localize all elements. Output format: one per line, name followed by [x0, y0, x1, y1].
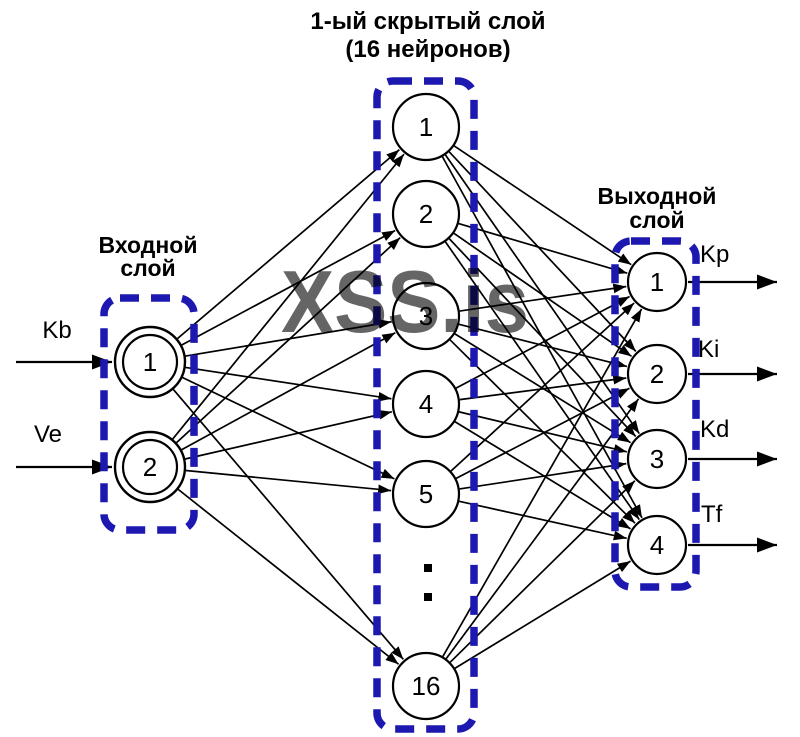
io-arrows-layer — [16, 274, 777, 553]
ellipsis-dot-2 — [424, 593, 432, 601]
neuron-number: 1 — [419, 112, 433, 142]
ellipsis-dot-1 — [424, 564, 432, 572]
output-signal-label-kp: Kp — [700, 241, 729, 268]
edge-input1-hidden16 — [172, 388, 404, 660]
neuron-number: 2 — [419, 199, 433, 229]
edge-hidden16-output3 — [449, 480, 636, 663]
neuron-circle — [626, 343, 688, 405]
neuron-hidden-3: 3 — [391, 281, 461, 351]
neuron-output-2: 2 — [626, 343, 688, 405]
edge-hidden5-output1 — [450, 302, 635, 472]
neuron-number: 5 — [419, 479, 433, 509]
neuron-hidden-4: 4 — [391, 369, 461, 439]
edge-hidden5-output2 — [455, 387, 630, 480]
edge-hidden2-output4 — [444, 241, 640, 521]
input-layer-label-line1: Входной — [99, 232, 198, 258]
edge-hidden1-output2 — [448, 151, 637, 352]
neuron-circle — [391, 281, 461, 351]
neuron-circle — [391, 459, 461, 529]
edge-hidden4-output4 — [454, 420, 631, 530]
edge-input1-hidden1 — [176, 149, 400, 340]
neuron-number: 2 — [143, 452, 157, 482]
input-signal-label-ve: Ve — [34, 421, 62, 448]
neuron-hidden-16: 16 — [391, 651, 461, 721]
edge-hidden2-output3 — [448, 238, 637, 438]
edge-input2-hidden3 — [181, 332, 396, 451]
connection-edges-layer — [172, 145, 643, 670]
neuron-number: 1 — [143, 347, 157, 377]
input-layer-label-line2: слой — [120, 255, 175, 281]
neuron-number: 16 — [412, 671, 441, 701]
edge-hidden3-output1 — [459, 283, 627, 312]
output-signal-label-kd: Kd — [700, 416, 729, 443]
neuron-output-4: 4 — [626, 514, 688, 576]
neuron-output-1: 1 — [626, 251, 688, 313]
output-layer-label-line1: Выходной — [598, 183, 717, 209]
neuron-number: 4 — [650, 530, 664, 560]
neuron-output-3: 3 — [626, 428, 688, 490]
output-signal-label-ki: Ki — [698, 336, 719, 363]
watermark: XSS.is — [281, 252, 529, 351]
neuron-number: 1 — [650, 267, 664, 297]
neuron-hidden-5: 5 — [391, 459, 461, 529]
edge-input1-hidden5 — [182, 376, 395, 480]
neuron-input-2: 2 — [113, 430, 187, 504]
edge-input2-hidden16 — [177, 488, 400, 665]
neuron-hidden-1: 1 — [391, 92, 461, 162]
neuron-circle — [626, 514, 688, 576]
edge-hidden4-output3 — [458, 411, 628, 454]
neuron-number: 2 — [650, 359, 664, 389]
input-signal-label-kb: Kb — [42, 317, 71, 344]
neuron-inner-circle — [121, 438, 179, 496]
edge-hidden2-output1 — [458, 222, 628, 275]
edge-hidden3-output2 — [458, 323, 628, 369]
edge-hidden16-output2 — [445, 398, 640, 660]
edge-hidden4-output2 — [459, 374, 627, 401]
output-layer-label-line2: слой — [629, 207, 684, 233]
neuron-circle — [626, 251, 688, 313]
edge-input2-hidden2 — [175, 237, 401, 444]
edge-input2-hidden1 — [172, 153, 405, 440]
output-layer-box — [611, 237, 700, 591]
edge-input2-hidden4 — [184, 409, 393, 460]
neuron-inner-circle — [121, 333, 179, 391]
diagram-title-line1: 1-ый скрытый слой — [310, 8, 545, 35]
neuron-circle — [391, 369, 461, 439]
neuron-circle — [391, 92, 461, 162]
edge-hidden5-output3 — [459, 460, 627, 490]
output-signal-label-tf: Tf — [701, 501, 723, 528]
neuron-input-1: 1 — [113, 325, 187, 399]
neuron-number: 4 — [419, 389, 433, 419]
layer-boxes — [100, 77, 700, 733]
neuron-circle — [391, 651, 461, 721]
hidden-layer-box — [373, 77, 478, 733]
edge-hidden1-output1 — [453, 145, 632, 266]
edge-hidden5-output4 — [459, 500, 627, 541]
edge-input1-hidden4 — [185, 366, 392, 402]
diagram-title-line2: (16 нейронов) — [345, 36, 510, 63]
neuron-circle — [626, 428, 688, 490]
neuron-number: 3 — [650, 444, 664, 474]
edge-hidden2-output2 — [453, 232, 632, 358]
neuron-hidden-2: 2 — [391, 179, 461, 249]
neuron-number: 3 — [419, 301, 433, 331]
edge-hidden4-output1 — [455, 295, 630, 389]
neuron-circle — [391, 179, 461, 249]
edge-input2-hidden5 — [185, 469, 392, 495]
neurons-layer: 1 2 1 2 3 4 5 16 1 2 3 4 — [113, 92, 688, 721]
edge-hidden16-output4 — [454, 560, 631, 670]
edge-input1-hidden2 — [181, 229, 396, 346]
